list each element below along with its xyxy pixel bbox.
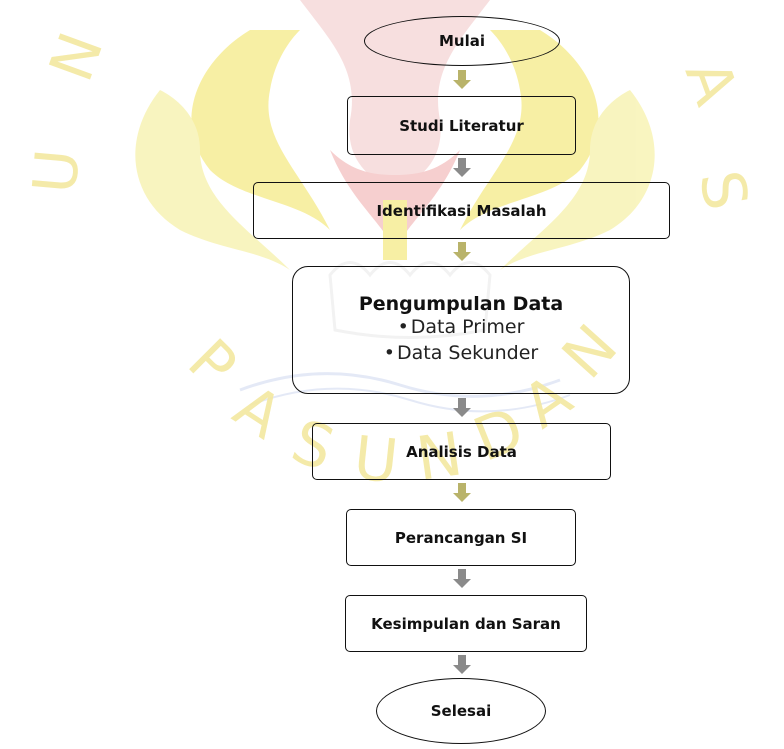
end-node: Selesai: [376, 678, 546, 744]
step-studi-literatur: Studi Literatur: [347, 96, 576, 155]
watermark-letter: N: [412, 419, 466, 495]
watermark-letter: U: [20, 146, 94, 196]
bullet-item: •Data Primer: [398, 315, 525, 341]
bullet-icon: •: [397, 316, 409, 339]
step-identifikasi-masalah: Identifikasi Masalah: [253, 182, 670, 239]
step-label: Perancangan SI: [394, 528, 528, 547]
down-arrow-icon: [453, 569, 471, 588]
step-perancangan-si: Perancangan SI: [346, 509, 576, 566]
end-label: Selesai: [430, 702, 492, 720]
step-pengumpulan-data: Pengumpulan Data •Data Primer •Data Seku…: [292, 266, 630, 394]
bullet-icon: •: [383, 342, 395, 364]
down-arrow-icon: [453, 242, 471, 261]
down-arrow-icon: [453, 655, 471, 674]
step-analisis-data: Analisis Data: [312, 423, 611, 480]
start-label: Mulai: [438, 32, 485, 50]
step-label: Studi Literatur: [399, 116, 524, 135]
watermark-letter: U: [350, 423, 401, 497]
step-label: Kesimpulan dan Saran: [371, 614, 561, 633]
down-arrow-icon: [453, 70, 471, 89]
step-label: Identifikasi Masalah: [376, 201, 547, 220]
bullet-text: Data Sekunder: [396, 342, 539, 364]
down-arrow-icon: [453, 483, 471, 502]
down-arrow-icon: [453, 398, 471, 417]
step-label: Analisis Data: [406, 442, 517, 461]
start-node: Mulai: [364, 16, 560, 66]
step-kesimpulan-dan-saran: Kesimpulan dan Saran: [345, 595, 587, 652]
bullet-item: •Data Sekunder: [384, 341, 538, 367]
down-arrow-icon: [453, 158, 471, 177]
bullet-text: Data Primer: [410, 316, 525, 339]
step-label: Pengumpulan Data: [358, 293, 564, 316]
